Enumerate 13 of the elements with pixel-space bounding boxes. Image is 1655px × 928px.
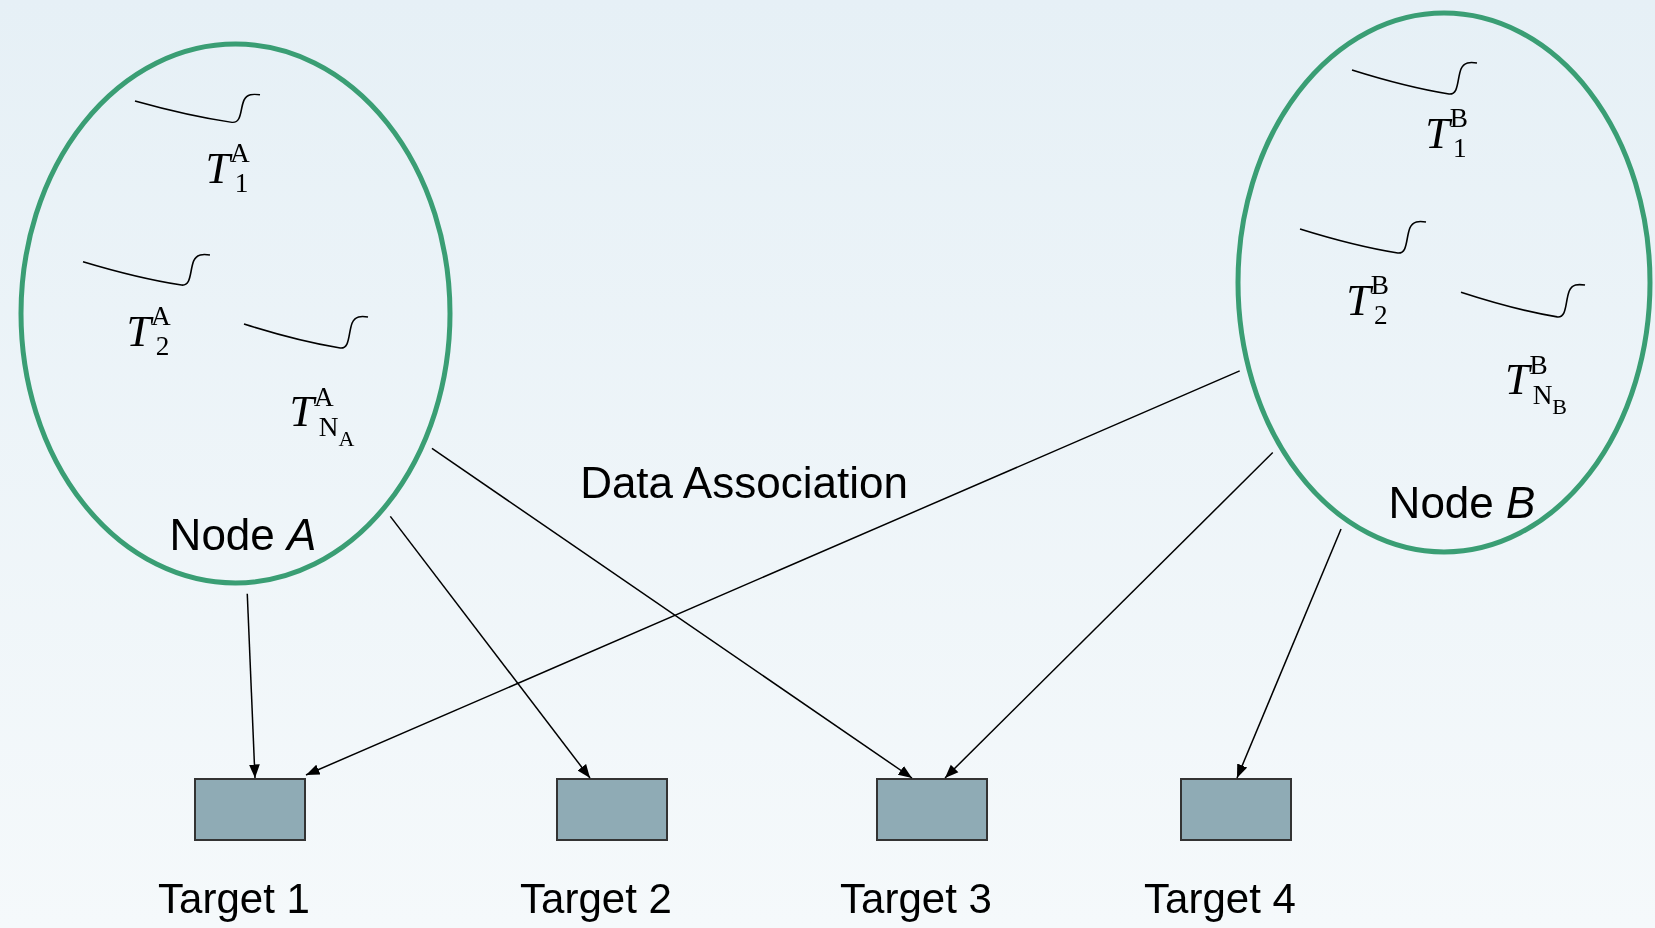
arrow bbox=[1236, 528, 1342, 779]
arrow bbox=[431, 447, 913, 779]
target-label: Target 2 bbox=[520, 878, 672, 920]
arrow bbox=[305, 370, 1241, 776]
node-label: Node A bbox=[169, 513, 317, 557]
diagram-label: Data Association bbox=[580, 458, 908, 508]
arrow bbox=[246, 593, 260, 779]
arrow bbox=[389, 515, 591, 779]
node-label: Node B bbox=[1388, 481, 1536, 525]
target-label: Target 3 bbox=[840, 878, 992, 920]
target-label: Target 1 bbox=[158, 878, 310, 920]
target-label: Target 4 bbox=[1144, 878, 1296, 920]
arrow bbox=[944, 451, 1274, 779]
